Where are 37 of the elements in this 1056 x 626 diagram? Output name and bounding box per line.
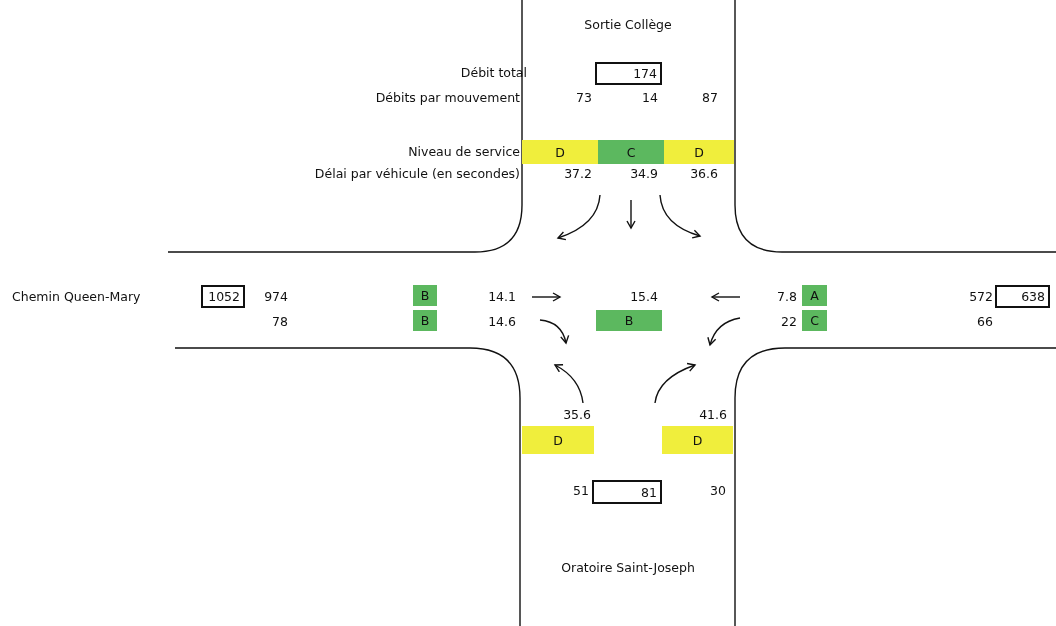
delay-value: 7.8 xyxy=(777,289,797,305)
flow-value: 87 xyxy=(702,90,718,106)
row-label: Délai par véhicule (en secondes) xyxy=(314,166,520,182)
level-of-service-cell: D xyxy=(522,140,598,164)
flow-value: 78 xyxy=(272,314,288,330)
delay-value: 34.9 xyxy=(630,166,658,182)
flow-value: 73 xyxy=(576,90,592,106)
flow-value: 14 xyxy=(642,90,658,106)
delay-value: 15.4 xyxy=(630,289,658,305)
flow-value: 974 xyxy=(264,289,288,305)
delay-value: 41.6 xyxy=(699,407,727,423)
level-of-service-cell: B xyxy=(596,310,662,331)
street-name: Oratoire Saint-Joseph xyxy=(561,560,695,576)
delay-value: 14.1 xyxy=(488,289,516,305)
level-of-service-cell: A xyxy=(802,285,827,306)
flow-value: 572 xyxy=(969,289,993,305)
flow-value: 66 xyxy=(977,314,993,330)
street-name: Chemin Queen-Mary xyxy=(12,289,141,305)
level-of-service-cell: C xyxy=(598,140,664,164)
level-of-service-cell: D xyxy=(664,140,734,164)
level-of-service-cell: D xyxy=(662,426,733,454)
delay-value: 37.2 xyxy=(564,166,592,182)
total-flow-box: 174 xyxy=(595,62,662,85)
flow-value: 30 xyxy=(710,483,726,499)
level-of-service-cell: B xyxy=(413,285,437,306)
level-of-service-cell: B xyxy=(413,310,437,331)
delay-value: 14.6 xyxy=(488,314,516,330)
flow-value: 51 xyxy=(573,483,589,499)
delay-value: 22 xyxy=(781,314,797,330)
total-flow-box: 81 xyxy=(592,480,662,504)
total-flow-box: 1052 xyxy=(201,285,245,308)
level-of-service-cell: D xyxy=(522,426,594,454)
row-label: Niveau de service xyxy=(408,144,520,160)
total-flow-box: 638 xyxy=(995,285,1050,308)
level-of-service-cell: C xyxy=(802,310,827,331)
delay-value: 36.6 xyxy=(690,166,718,182)
delay-value: 35.6 xyxy=(563,407,591,423)
